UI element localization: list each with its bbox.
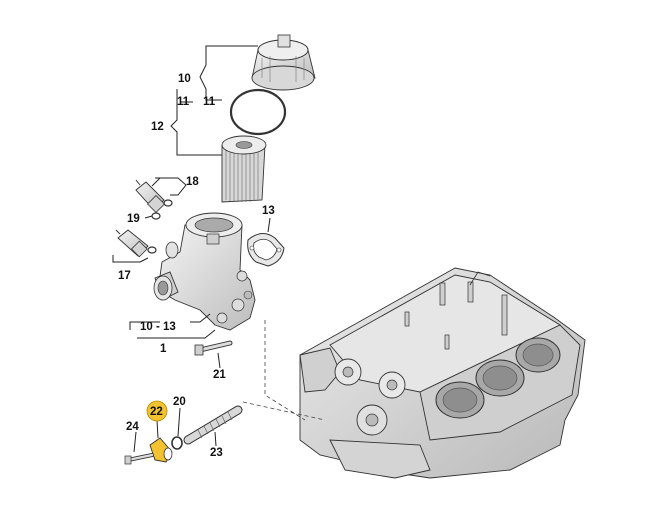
label-21: 21	[213, 369, 226, 381]
oil-spray-pipe	[183, 405, 243, 445]
label-10-top: 10	[178, 73, 191, 85]
label-19: 19	[127, 213, 140, 225]
filter-cap	[251, 34, 316, 91]
label-20: 20	[173, 396, 186, 408]
label-24: 24	[126, 421, 139, 433]
label-11-left: 11	[177, 96, 190, 108]
label-range-10-13: 10 - 13	[140, 321, 176, 333]
projection-lines	[242, 320, 326, 421]
oil-temperature-sensor	[115, 229, 149, 258]
label-23: 23	[210, 447, 223, 459]
leader-lines	[112, 45, 271, 453]
filter-element	[221, 135, 267, 203]
filter-housing	[153, 212, 256, 331]
part-labels: 10 11 11 12 18 19 13 17 10 - 13 1 21 22 …	[118, 73, 275, 459]
label-17: 17	[118, 270, 131, 282]
sealing-ring	[163, 199, 173, 207]
sealing-ring	[151, 212, 161, 220]
o-ring-small	[171, 436, 183, 450]
bolt-small	[124, 453, 154, 465]
oil-pressure-sensor	[135, 179, 166, 214]
label-1: 1	[160, 343, 167, 355]
label-11-right: 11	[203, 96, 216, 108]
label-12: 12	[151, 121, 164, 133]
o-ring	[229, 88, 287, 136]
label-13: 13	[262, 205, 275, 217]
gasket	[247, 233, 285, 267]
engine-block	[299, 267, 586, 479]
bolt	[194, 340, 233, 356]
highlight-marker	[146, 400, 168, 422]
highlighted-part-22	[149, 437, 173, 463]
label-18: 18	[186, 176, 199, 188]
label-22: 22	[150, 406, 163, 418]
